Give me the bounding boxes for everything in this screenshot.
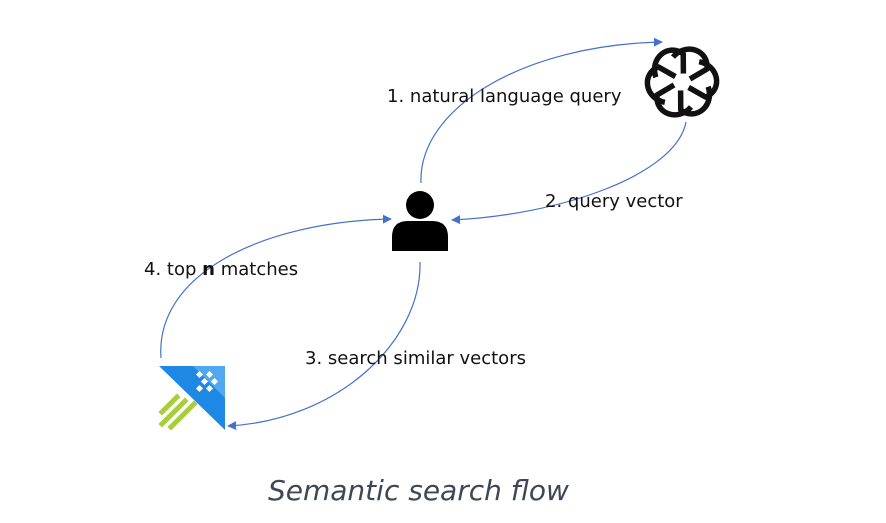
step-4-label: 4. top n matches (144, 259, 298, 280)
step-4-prefix: top (166, 259, 197, 280)
arrow-step-4 (160, 214, 392, 359)
step-4-bold: n (202, 259, 215, 280)
azure-cognitive-search-icon (158, 366, 225, 431)
step-3-label: 3. search similar vectors (305, 348, 526, 369)
arrow-step-1 (420, 37, 663, 184)
step-1-text: natural language query (409, 86, 622, 107)
step-4-suffix: matches (220, 259, 299, 280)
step-2-number: 2. (545, 191, 563, 212)
step-2-label: 2. query vector (545, 191, 683, 212)
person-icon (392, 191, 448, 251)
step-1-label: 1. natural language query (387, 86, 621, 107)
arrow-step-3 (227, 261, 421, 431)
step-4-number: 4. (144, 259, 162, 280)
step-3-text: search similar vectors (327, 348, 526, 369)
step-3-number: 3. (305, 348, 323, 369)
step-2-text: query vector (567, 191, 683, 212)
openai-logo-icon (644, 46, 720, 118)
step-1-number: 1. (387, 86, 405, 107)
arrow-step-2 (451, 121, 687, 225)
diagram-caption: Semantic search flow (268, 474, 569, 507)
